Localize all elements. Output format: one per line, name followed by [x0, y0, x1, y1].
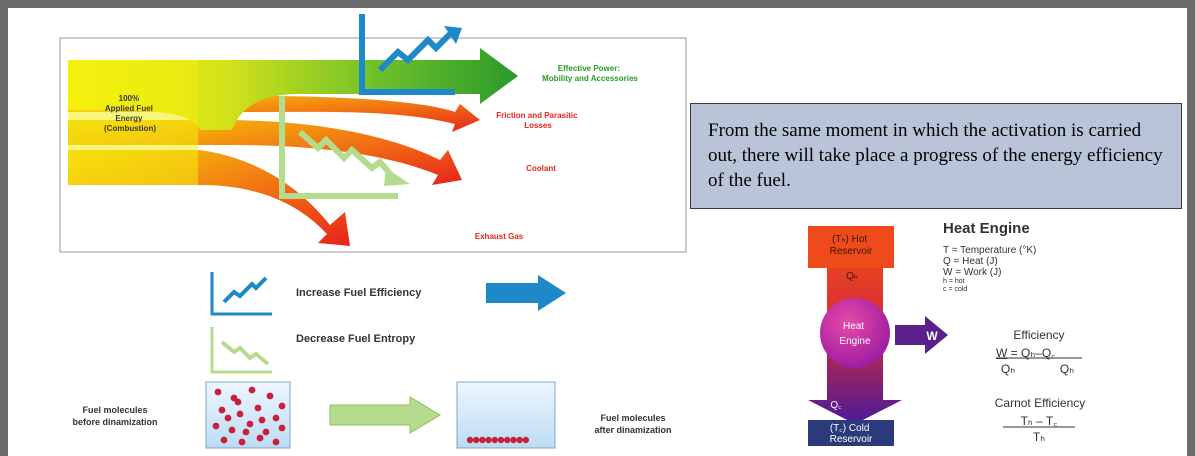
efficiency-qh-qc: Qₕ–Q꜀ [1021, 346, 1056, 360]
carnot-label: Carnot Efficiency [994, 396, 1086, 410]
molecules-aligned [466, 436, 529, 444]
molecule-dot [238, 438, 246, 446]
blue-chart-axes-icon [359, 14, 455, 95]
decrease-chart-icon [210, 327, 272, 374]
molecule-dot [516, 436, 523, 444]
legend-cold: c = cold [943, 286, 968, 293]
molecule-dot [479, 436, 486, 444]
molecule-dot [228, 426, 236, 434]
legend-work: W = Work (J) [943, 267, 1002, 278]
friction-label: Friction and Parasitic Losses [496, 111, 580, 130]
heat-engine-legend: T = Temperature (°K) Q = Heat (J) W = Wo… [943, 245, 1036, 294]
molecule-dot [262, 428, 270, 436]
molecule-dot [466, 436, 474, 444]
increase-efficiency-label: Increase Fuel Efficiency [296, 287, 422, 299]
effective-power-label: Effective Power: Mobility and Accessorie… [542, 64, 638, 83]
molecule-dot [246, 420, 254, 428]
fuel-after-label: Fuel molecules after dinamization [568, 412, 698, 436]
work-arrow-icon [895, 316, 948, 354]
decrease-trend-icon [220, 340, 270, 366]
increase-arrow-icon [486, 275, 566, 311]
legend-temperature: T = Temperature (°K) [943, 245, 1037, 256]
molecule-dot [266, 392, 274, 400]
molecule-dot [214, 388, 222, 396]
carnot-numerator: Tₕ – T꜀ [1020, 414, 1058, 428]
coolant-label: Coolant [526, 164, 556, 173]
heat-engine-circle [820, 298, 890, 368]
molecule-dot [242, 428, 250, 436]
molecules-scattered [212, 386, 286, 446]
work-w-label: W [926, 329, 938, 343]
molecule-dot [272, 414, 280, 422]
molecule-dot [258, 416, 266, 424]
efficiency-equals: = [1007, 346, 1022, 360]
molecule-dot [278, 424, 286, 432]
callout-text: From the same moment in which the activa… [708, 120, 1163, 191]
molecule-dot [497, 436, 505, 444]
molecule-dot [218, 406, 226, 414]
molecule-dot [278, 402, 286, 410]
efficiency-denominator-left: Qₕ [1000, 362, 1016, 376]
molecule-dot [234, 398, 242, 406]
carnot-denominator: Tₕ [1032, 430, 1046, 444]
blue-trend-arrowhead-icon [444, 26, 462, 44]
fuel-before-line2: before dinamization [72, 417, 158, 427]
fuel-before-label: Fuel molecules before dinamization [50, 404, 180, 428]
molecule-dot [485, 436, 492, 444]
molecule-dot [510, 436, 517, 444]
applied-fuel-block [68, 60, 198, 185]
molecule-dot [256, 434, 264, 442]
molecule-dot [254, 404, 262, 412]
hot-reservoir-label: (Tₕ) Hot Reservoir [830, 234, 873, 257]
fuel-after-line2: after dinamization [594, 425, 672, 435]
applied-fuel-label: 100% Applied Fuel Energy (Combustion) [104, 94, 156, 133]
efficiency-numerator: W = Qₕ–Q꜀ [996, 344, 1086, 361]
fuel-after-box [456, 381, 556, 449]
molecule-dot [522, 436, 529, 444]
cold-reservoir-box [808, 420, 894, 446]
blue-chart-trend-icon [377, 29, 455, 73]
heat-engine-title: Heat Engine [943, 220, 1030, 237]
molecule-dot [504, 436, 511, 444]
efficiency-label: Efficiency [1013, 328, 1065, 342]
hot-reservoir-box [808, 226, 894, 268]
green-chart-trend-icon [298, 129, 395, 178]
exhaust-label: Exhaust Gas [475, 232, 524, 241]
molecule-dot [224, 414, 232, 422]
molecule-dot [220, 436, 228, 444]
cold-reservoir-label: (T꜀) Cold Reservoir [830, 423, 873, 445]
green-trend-arrowhead-icon [384, 168, 410, 186]
qh-label: Qₕ [846, 271, 858, 282]
molecule-dot [473, 436, 480, 444]
increase-trend-icon [222, 276, 268, 304]
legend-heat: Q = Heat (J) [943, 256, 998, 267]
dinamization-arrow-icon [329, 396, 441, 434]
green-chart-axes-icon [279, 96, 398, 199]
fuel-before-line1: Fuel molecules [82, 405, 148, 415]
info-callout: From the same moment in which the activa… [690, 103, 1182, 209]
molecule-dot [248, 386, 256, 394]
heat-engine-label: Heat Engine [839, 321, 871, 347]
molecule-dot [491, 436, 498, 444]
efficiency-w: W [996, 346, 1008, 360]
legend-hot: h = hot [943, 278, 965, 285]
molecule-dot [272, 438, 280, 446]
decrease-entropy-label: Decrease Fuel Entropy [296, 333, 416, 345]
increase-chart-icon [210, 272, 272, 316]
efficiency-denominator-right: Qₕ [1059, 362, 1075, 376]
molecule-dot [212, 422, 220, 430]
fuel-after-line1: Fuel molecules [600, 413, 666, 423]
qc-label: Q꜀ [830, 400, 842, 411]
molecule-dot [236, 410, 244, 418]
